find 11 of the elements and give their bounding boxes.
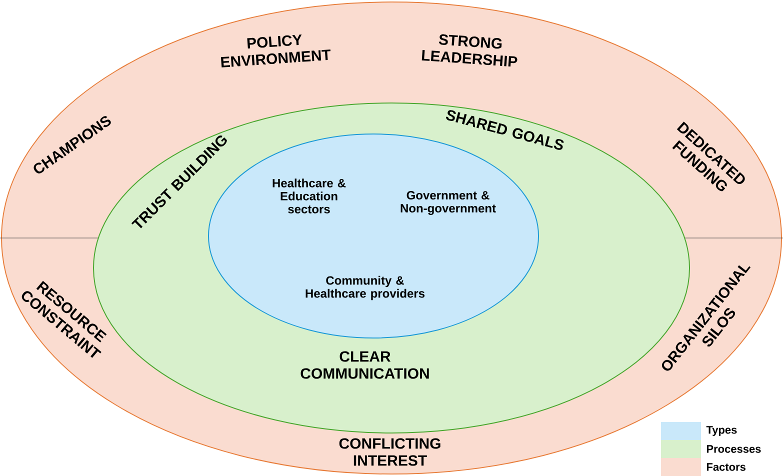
factor-label: POLICY ENVIRONMENT	[220, 34, 330, 68]
factor-label: CONFLICTING INTEREST	[339, 438, 440, 466]
type-label: Community & Healthcare providers	[306, 276, 425, 300]
legend-label: Factors	[706, 463, 746, 471]
process-label: SHARED GOALS	[446, 110, 564, 150]
type-label: Government & Non-government	[400, 191, 496, 215]
legend-label: Types	[706, 426, 737, 436]
process-label: CLEAR COMMUNICATION	[300, 351, 429, 379]
legend-label: Processes	[706, 445, 761, 453]
type-label: Healthcare & Education sectors	[272, 178, 346, 214]
factor-label: STRONG LEADERSHIP	[422, 34, 518, 67]
